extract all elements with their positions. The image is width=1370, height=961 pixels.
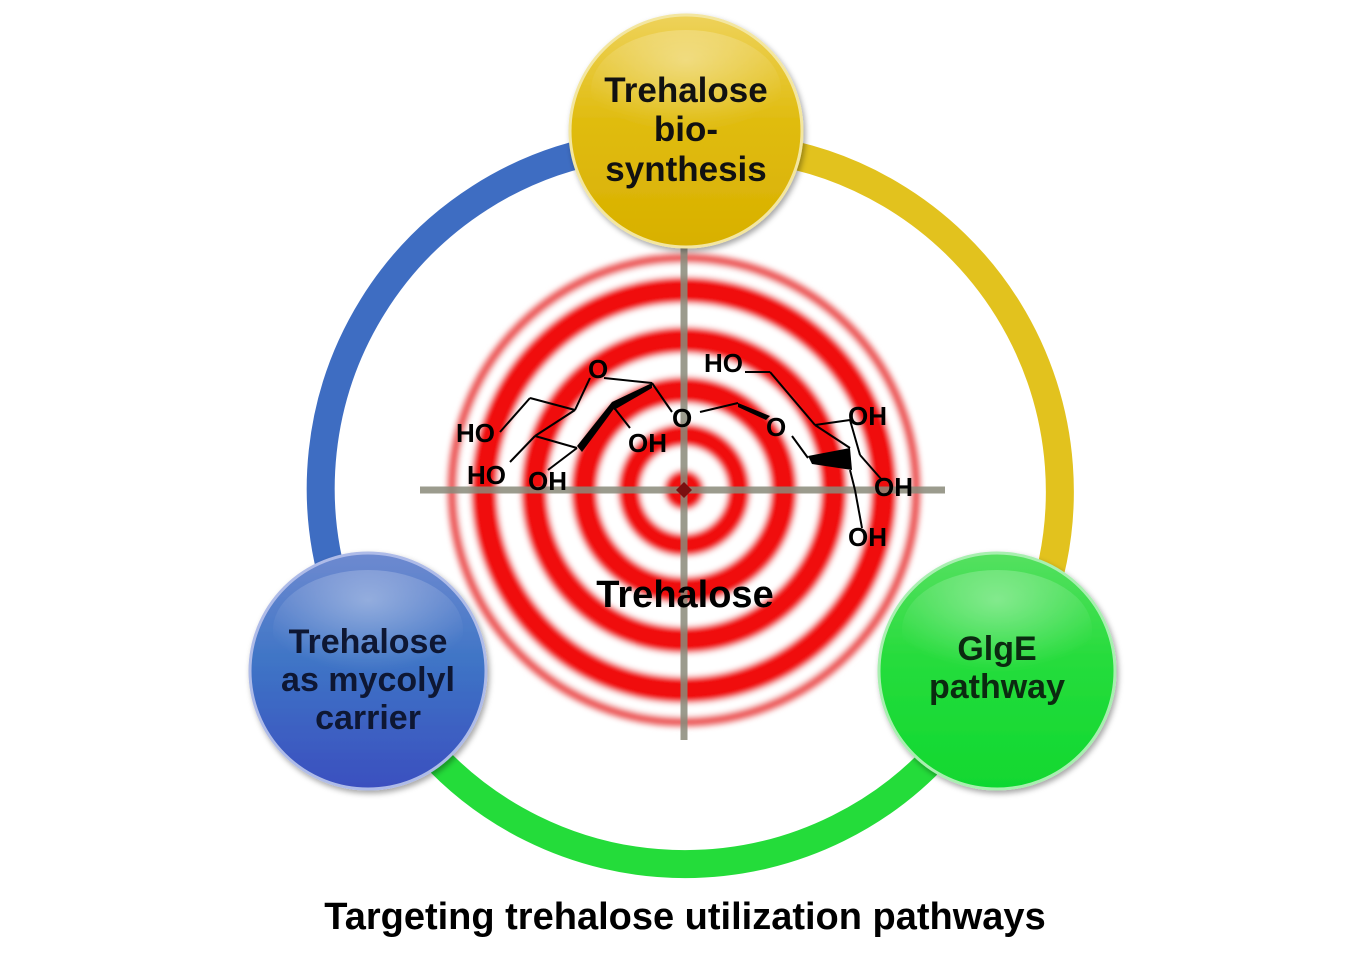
ring-segment-bottom: [406, 726, 964, 879]
atom-oh-left-mid: OH: [628, 428, 667, 458]
node-left-circle: [248, 551, 488, 791]
atom-oh-left-low: OH: [528, 466, 567, 496]
node-top-line-2: bio-: [653, 110, 719, 150]
outer-ring: [306, 134, 1074, 879]
node-top-label: Trehalose bio- synthesis: [586, 60, 786, 200]
ring-segment-left: [306, 134, 624, 604]
atom-oh-right-2: OH: [874, 472, 913, 502]
node-right-line-1: GlgE: [957, 629, 1037, 668]
node-right-label: GlgE pathway: [897, 618, 1097, 718]
node-top-line-3: synthesis: [605, 149, 767, 189]
node-left-line-3: carrier: [315, 699, 421, 738]
atom-ho-left-bottom: HO: [467, 460, 506, 490]
atom-ho-right-top: HO: [704, 348, 743, 378]
node-left-line-2: as mycolyl: [281, 660, 455, 699]
trehalose-atom-labels: O O O HO HO OH OH HO OH OH OH: [456, 348, 913, 552]
atom-o-glycosidic: O: [672, 403, 692, 433]
target-label: Trehalose: [596, 574, 774, 616]
diagram-caption: Targeting trehalose utilization pathways: [324, 896, 1046, 938]
atom-oh-right-1: OH: [848, 401, 887, 431]
atom-ho-left-top: HO: [456, 418, 495, 448]
node-left-label: Trehalose as mycolyl carrier: [258, 610, 478, 750]
node-right-circle: [877, 551, 1117, 791]
target: [420, 245, 945, 740]
trehalose-structure: [499, 371, 883, 529]
node-top-line-1: Trehalose: [604, 71, 768, 111]
ring-segment-top-right: [736, 134, 1074, 626]
node-right-line-2: pathway: [928, 668, 1066, 706]
atom-o-left-ring: O: [588, 354, 608, 384]
node-left-line-1: Trehalose: [288, 622, 448, 661]
atom-oh-right-3: OH: [848, 522, 887, 552]
node-top-circle: [568, 13, 804, 249]
atom-o-right-ring: O: [766, 412, 786, 442]
